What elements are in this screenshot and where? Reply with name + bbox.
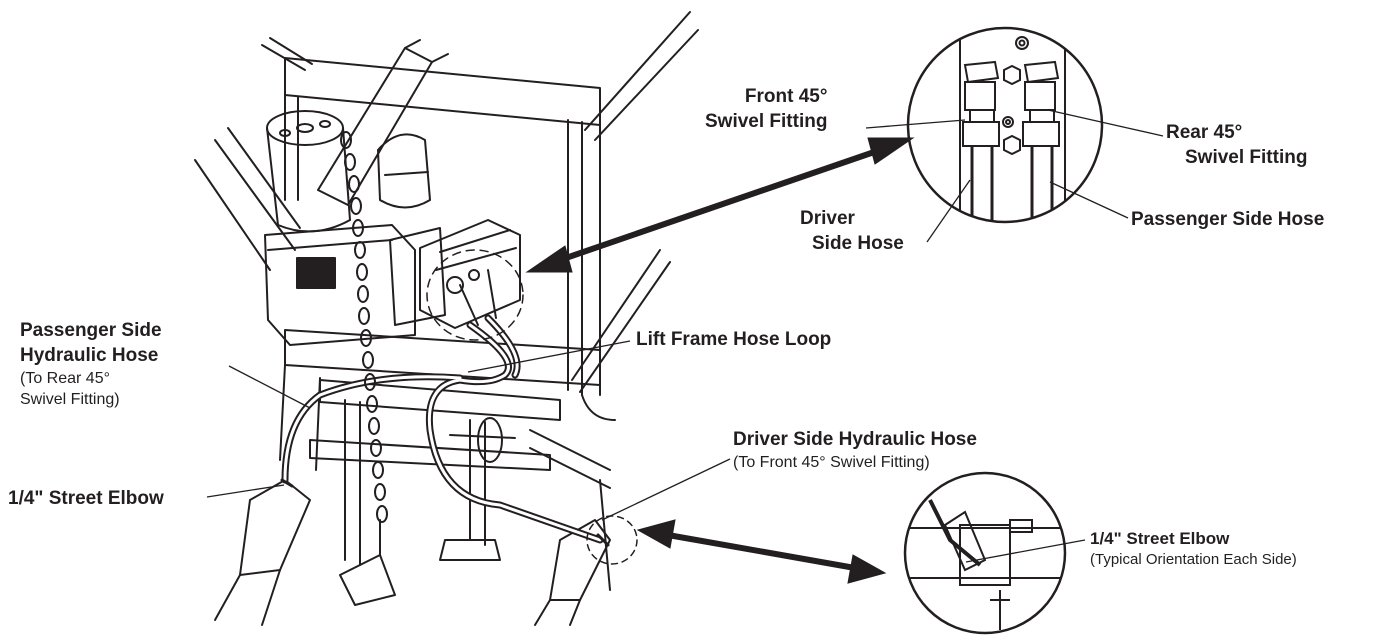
leader-lines: [206, 109, 1164, 563]
street-elbow-detail-title: 1/4" Street Elbow: [1090, 529, 1230, 548]
driver-side-hose-line2: Side Hose: [812, 233, 904, 254]
street-elbow-detail-note: (Typical Orientation Each Side): [1090, 551, 1297, 568]
driver-hydraulic-title: Driver Side Hydraulic Hose: [733, 429, 977, 450]
front-swivel-line1: Front 45°: [744, 86, 828, 107]
rear-swivel-line2: Swivel Fitting: [1185, 147, 1308, 168]
lift-frame-hose-loop-label: Lift Frame Hose Loop: [636, 329, 832, 350]
passenger-hydraulic-note2: Swivel Fitting): [20, 391, 120, 408]
street-elbow-left-label: 1/4" Street Elbow: [8, 488, 164, 509]
swivel-fitting-detail: [906, 26, 1104, 224]
passenger-hydraulic-hose-label: Passenger Side Hydraulic Hose (To Rear 4…: [20, 318, 162, 410]
passenger-hydraulic-note1: (To Rear 45°: [20, 370, 110, 387]
driver-hydraulic-hose-label: Driver Side Hydraulic Hose (To Front 45°…: [733, 427, 977, 473]
driver-side-hose-line1: Driver: [800, 208, 855, 229]
rear-swivel-fitting-label: Rear 45° Swivel Fitting: [1166, 120, 1307, 170]
street-elbow-detail: [903, 471, 1067, 635]
driver-hydraulic-note: (To Front 45° Swivel Fitting): [733, 454, 930, 471]
passenger-hydraulic-line1: Passenger Side: [20, 320, 162, 341]
detail-arrows: [525, 137, 915, 584]
passenger-hydraulic-line2: Hydraulic Hose: [20, 345, 159, 366]
rear-swivel-line1: Rear 45°: [1166, 122, 1243, 143]
front-swivel-line2: Swivel Fitting: [705, 111, 828, 132]
lift-assembly-illustration: [194, 11, 699, 626]
front-swivel-fitting-label: Front 45° Swivel Fitting: [705, 84, 827, 134]
passenger-side-hose-label: Passenger Side Hose: [1131, 209, 1325, 230]
driver-side-hose-label: Driver Side Hose: [800, 206, 904, 256]
street-elbow-detail-label: 1/4" Street Elbow (Typical Orientation E…: [1090, 528, 1297, 570]
